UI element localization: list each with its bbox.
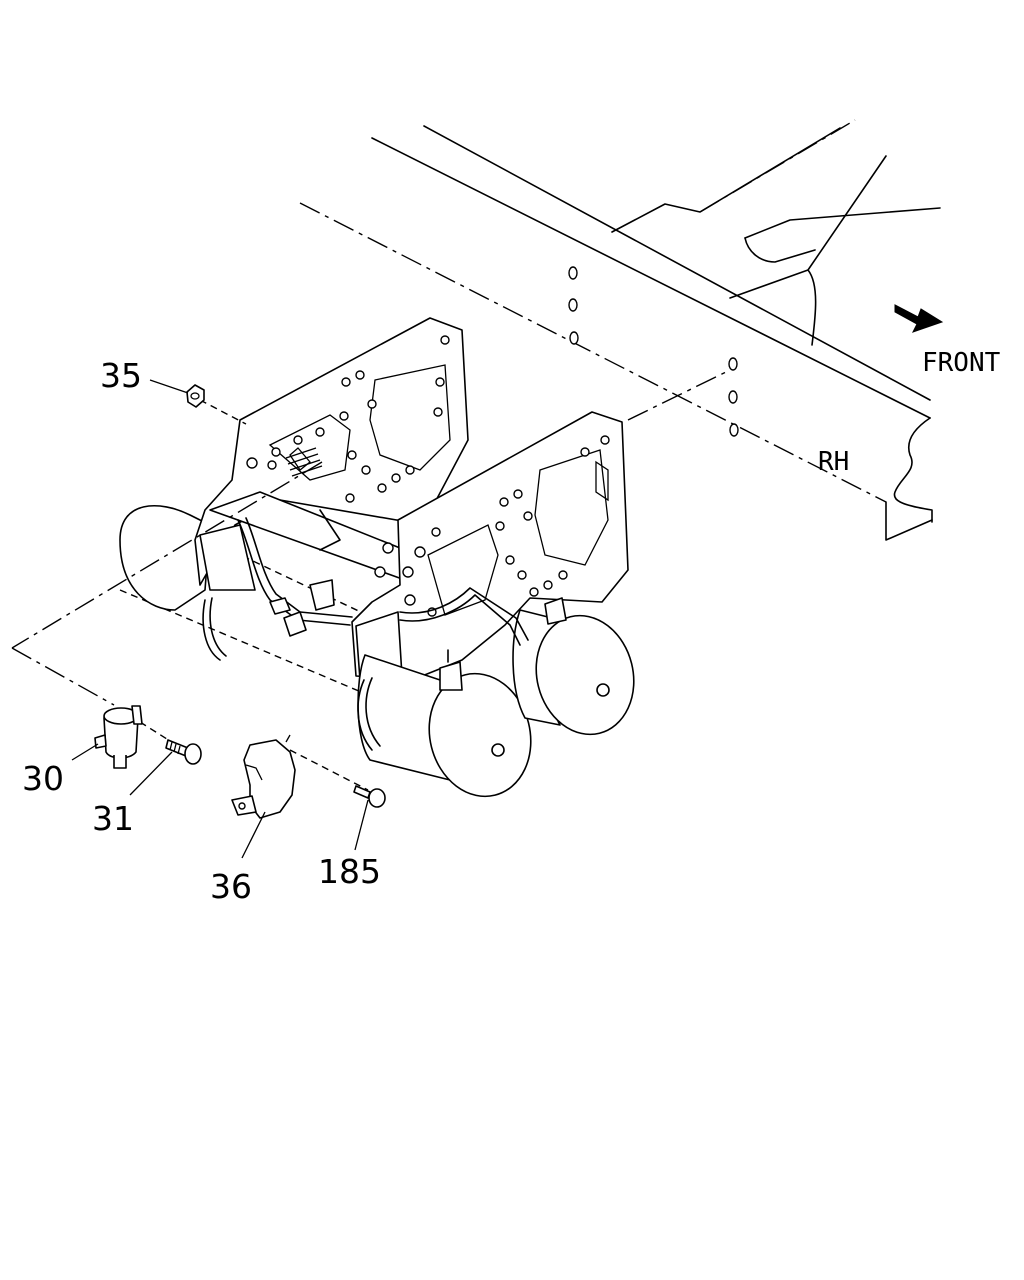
rail-hole	[568, 298, 578, 312]
front-arrow-icon	[894, 304, 944, 333]
part-185-screw	[353, 785, 386, 851]
air-tank-right	[512, 597, 635, 736]
rail-hole	[728, 357, 738, 371]
rail-hole	[729, 423, 739, 437]
air-pipes	[202, 517, 529, 751]
part-36-clamp	[231, 734, 296, 859]
rh-label: RH	[818, 447, 849, 477]
rail-hole	[728, 390, 738, 404]
part-30-valve	[71, 705, 143, 769]
air-tank-left	[357, 649, 532, 798]
frame-rail	[299, 119, 941, 541]
part-35-nut	[149, 379, 205, 408]
callout-36: 36	[210, 867, 252, 906]
rail-hole	[569, 331, 579, 345]
callout-185: 185	[318, 852, 381, 891]
part-31-bolt	[129, 739, 202, 796]
callout-31: 31	[92, 799, 134, 838]
rail-hole	[568, 266, 578, 280]
cross-beam	[199, 491, 431, 591]
callout-35: 35	[100, 356, 142, 395]
front-label: FRONT	[922, 348, 1001, 378]
callout-30: 30	[22, 759, 64, 798]
